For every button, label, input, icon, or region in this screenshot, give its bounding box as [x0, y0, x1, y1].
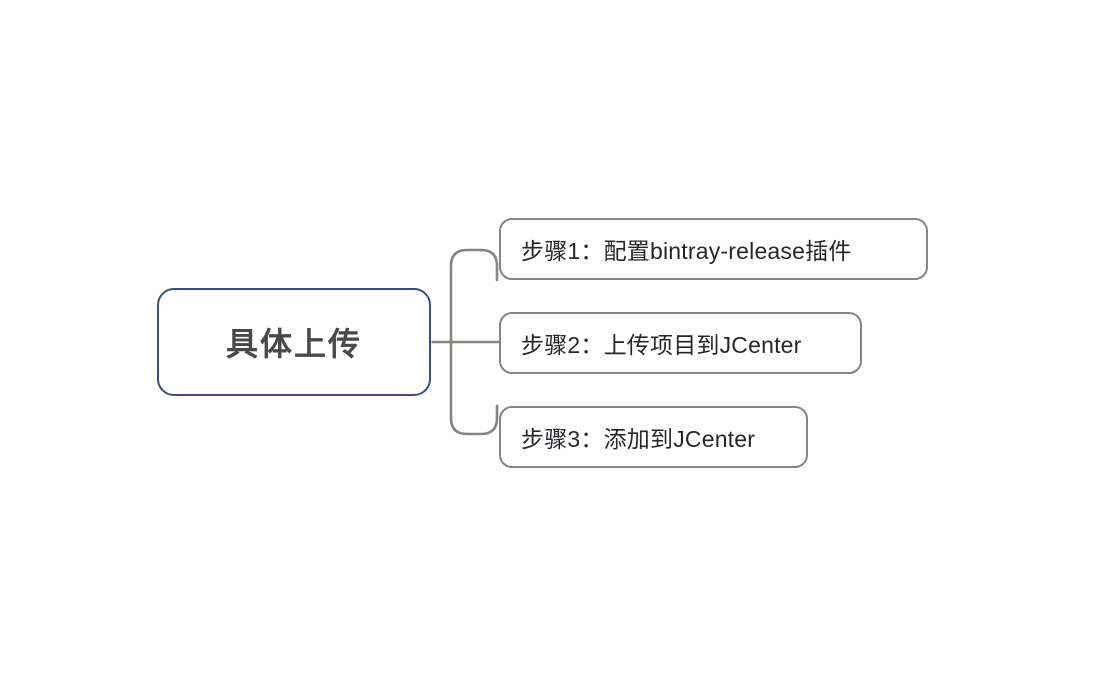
branch-node-3[interactable]: 步骤3：添加到JCenter: [499, 406, 808, 468]
connector-branch-3: [449, 404, 499, 436]
branch-node-1-label: 步骤1：配置bintray-release插件: [521, 238, 852, 264]
root-node[interactable]: 具体上传: [157, 288, 431, 396]
branch-node-3-label: 步骤3：添加到JCenter: [521, 426, 756, 452]
branch-node-1[interactable]: 步骤1：配置bintray-release插件: [499, 218, 928, 280]
connector-branch-1: [449, 248, 499, 282]
branch-node-2-label: 步骤2：上传项目到JCenter: [521, 332, 802, 358]
root-node-label: 具体上传: [225, 326, 362, 362]
branch-node-2[interactable]: 步骤2：上传项目到JCenter: [499, 312, 862, 374]
